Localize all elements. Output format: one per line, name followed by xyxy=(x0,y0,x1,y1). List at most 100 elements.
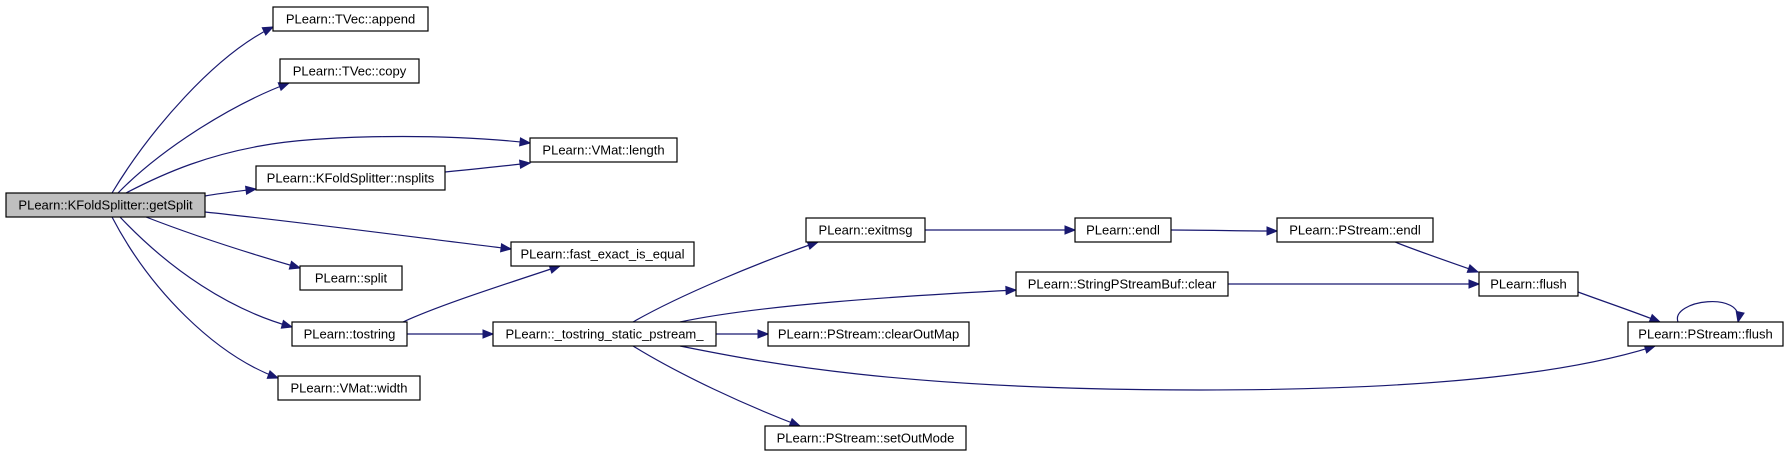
node-box[interactable] xyxy=(299,265,403,291)
edge-line xyxy=(632,241,819,323)
edge-line xyxy=(111,216,279,379)
node-label: PLearn::PStream::clearOutMap xyxy=(778,327,959,342)
edge-line xyxy=(125,135,531,194)
edge-line xyxy=(1677,301,1739,323)
edge-tostring_static-to-clearOutMap xyxy=(716,329,770,339)
node-label: PLearn::StringPStreamBuf::clear xyxy=(1028,277,1217,292)
node-box[interactable] xyxy=(1276,217,1434,243)
arrowhead-icon xyxy=(277,82,291,92)
arrowhead-icon xyxy=(1468,279,1481,289)
arrowhead-icon xyxy=(1266,226,1279,236)
edge-line xyxy=(117,82,290,194)
node-length[interactable]: PLearn::VMat::length xyxy=(529,137,678,163)
node-box[interactable] xyxy=(279,58,420,84)
node-setOutMode[interactable]: PLearn::PStream::setOutMode xyxy=(764,425,967,451)
node-label: PLearn::PStream::endl xyxy=(1289,223,1421,238)
arrowhead-icon xyxy=(1005,285,1018,296)
node-copy[interactable]: PLearn::TVec::copy xyxy=(279,58,420,84)
edge-tostring-to-tostring_static xyxy=(407,329,495,339)
node-box[interactable] xyxy=(1627,321,1784,347)
edge-tostring-to-fast_exact_is_equal xyxy=(402,264,562,323)
arrowhead-icon xyxy=(1735,310,1745,324)
edge-getSplit-to-length xyxy=(125,135,532,194)
nodes-layer: PLearn::KFoldSplitter::getSplit PLearn::T… xyxy=(5,6,1784,451)
arrowhead-icon xyxy=(280,319,294,329)
edge-line xyxy=(111,26,274,194)
node-box[interactable] xyxy=(5,192,206,218)
node-label: PLearn::KFoldSplitter::getSplit xyxy=(18,198,193,213)
arrowhead-icon xyxy=(519,137,532,147)
node-box[interactable] xyxy=(529,137,678,163)
node-box[interactable] xyxy=(1015,271,1229,297)
edge-flush-to-pstream_flush xyxy=(1577,291,1662,323)
edge-exitmsg-to-endl xyxy=(924,225,1077,235)
edge-line xyxy=(119,216,293,328)
edge-line xyxy=(1394,241,1479,273)
node-endl[interactable]: PLearn::endl xyxy=(1074,217,1172,243)
node-pstream_endl[interactable]: PLearn::PStream::endl xyxy=(1276,217,1434,243)
node-exitmsg[interactable]: PLearn::exitmsg xyxy=(805,217,926,243)
node-box[interactable] xyxy=(1478,271,1579,297)
arrowhead-icon xyxy=(244,185,258,196)
arrowhead-icon xyxy=(261,26,275,36)
node-label: PLearn::TVec::append xyxy=(286,12,415,27)
edge-nsplits-to-length xyxy=(444,159,532,173)
edge-line xyxy=(204,211,512,250)
node-flush[interactable]: PLearn::flush xyxy=(1478,271,1579,297)
edge-line xyxy=(679,289,1017,323)
node-box[interactable] xyxy=(291,321,408,347)
node-width[interactable]: PLearn::VMat::width xyxy=(277,375,421,401)
node-split[interactable]: PLearn::split xyxy=(299,265,403,291)
edge-pstream_endl-to-flush xyxy=(1394,241,1480,273)
node-label: PLearn::PStream::flush xyxy=(1638,327,1772,342)
edges-layer xyxy=(111,26,1745,427)
edge-tostring_static-to-clear xyxy=(679,285,1018,323)
node-clearOutMap[interactable]: PLearn::PStream::clearOutMap xyxy=(767,321,970,347)
node-box[interactable] xyxy=(277,375,421,401)
edge-endl-to-pstream_endl xyxy=(1170,226,1279,236)
edge-line xyxy=(145,216,301,269)
arrowhead-icon xyxy=(288,260,302,270)
node-label: PLearn::flush xyxy=(1490,277,1567,292)
edge-getSplit-to-nsplits xyxy=(204,185,258,197)
node-box[interactable] xyxy=(805,217,926,243)
node-getSplit[interactable]: PLearn::KFoldSplitter::getSplit xyxy=(5,192,206,218)
node-fast_exact_is_equal[interactable]: PLearn::fast_exact_is_equal xyxy=(510,241,695,267)
node-label: PLearn::KFoldSplitter::nsplits xyxy=(267,171,435,186)
edge-pstream_flush-to-pstream_flush xyxy=(1677,301,1745,324)
edge-line xyxy=(444,162,531,173)
node-box[interactable] xyxy=(1074,217,1172,243)
node-box[interactable] xyxy=(255,165,446,191)
node-label: PLearn::TVec::copy xyxy=(293,64,407,79)
node-box[interactable] xyxy=(767,321,970,347)
edge-getSplit-to-tostring xyxy=(119,216,294,329)
node-label: PLearn::tostring xyxy=(304,327,396,342)
node-label: PLearn::VMat::length xyxy=(542,143,664,158)
node-box[interactable] xyxy=(492,321,717,347)
node-clear[interactable]: PLearn::StringPStreamBuf::clear xyxy=(1015,271,1229,297)
edge-line xyxy=(1170,229,1278,232)
arrowhead-icon xyxy=(1064,225,1077,235)
edge-tostring_static-to-pstream_flush xyxy=(679,344,1657,391)
arrowhead-icon xyxy=(788,417,802,427)
node-label: PLearn::endl xyxy=(1086,223,1160,238)
edge-getSplit-to-append xyxy=(111,26,275,194)
node-box[interactable] xyxy=(510,241,695,267)
arrowhead-icon xyxy=(757,329,770,339)
node-label: PLearn::_tostring_static_pstream_ xyxy=(506,327,705,342)
node-box[interactable] xyxy=(272,6,429,32)
arrowhead-icon xyxy=(482,329,495,339)
edge-getSplit-to-fast_exact_is_equal xyxy=(204,211,513,253)
edge-line xyxy=(402,265,561,323)
arrowhead-icon xyxy=(519,159,532,169)
node-tostring_static[interactable]: PLearn::_tostring_static_pstream_ xyxy=(492,321,717,347)
node-pstream_flush[interactable]: PLearn::PStream::flush xyxy=(1627,321,1784,347)
edge-getSplit-to-split xyxy=(145,216,302,270)
node-box[interactable] xyxy=(764,425,967,451)
arrowhead-icon xyxy=(266,369,280,379)
node-append[interactable]: PLearn::TVec::append xyxy=(272,6,429,32)
node-nsplits[interactable]: PLearn::KFoldSplitter::nsplits xyxy=(255,165,446,191)
arrowhead-icon xyxy=(1648,313,1662,323)
node-tostring[interactable]: PLearn::tostring xyxy=(291,321,408,347)
